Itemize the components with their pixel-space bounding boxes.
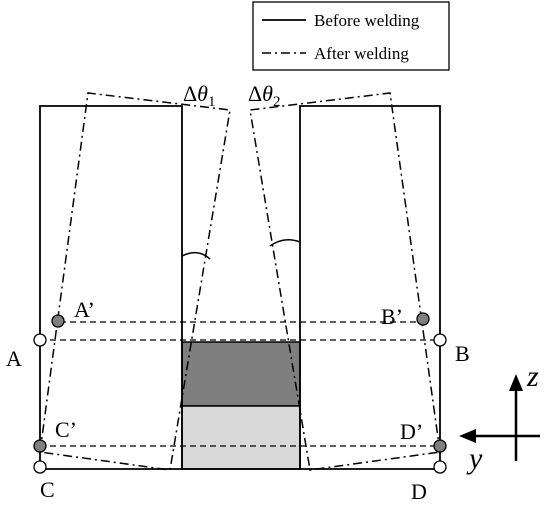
weld-zone-lower (181, 405, 301, 470)
weld-zone-upper (181, 341, 301, 407)
angle-arc-theta2 (269, 239, 301, 247)
label-c: C (40, 477, 55, 502)
z-axis-label: z (526, 360, 539, 393)
angle-label-theta2: Δθ2 (248, 81, 280, 110)
marker-a-prime (51, 314, 65, 328)
left-plate-outline (39, 105, 183, 469)
right-plate-deformed (249, 92, 441, 471)
marker-b (433, 333, 447, 347)
legend-box (252, 1, 450, 71)
before-welding-outline (39, 105, 441, 470)
marker-d (433, 460, 447, 474)
angle-label-theta1: Δθ1 (183, 81, 215, 110)
legend: Before welding After welding (252, 1, 450, 71)
label-c-prime: C’ (55, 417, 77, 442)
angle-arc-theta1 (181, 251, 211, 260)
label-a-prime: A’ (74, 297, 95, 322)
y-axis-label: y (466, 442, 483, 475)
y-axis-arrowhead (459, 429, 476, 443)
marker-c-prime (33, 439, 47, 453)
after-welding-outline (39, 92, 441, 471)
z-axis-arrowhead (509, 374, 523, 391)
marker-a (33, 333, 47, 347)
marker-c (33, 460, 47, 474)
label-d: D (411, 479, 427, 504)
legend-before-label: Before welding (314, 11, 420, 30)
reference-lines (40, 321, 440, 447)
right-plate-outline (299, 105, 441, 469)
label-d-prime: D’ (400, 419, 423, 444)
coordinate-axes (459, 374, 540, 461)
label-b-prime: B’ (381, 304, 403, 329)
marker-b-prime (416, 312, 430, 326)
label-b: B (455, 341, 470, 366)
legend-after-label: After welding (314, 44, 409, 63)
label-a: A (6, 346, 22, 371)
marker-d-prime (433, 439, 447, 453)
left-plate-deformed (39, 92, 231, 471)
